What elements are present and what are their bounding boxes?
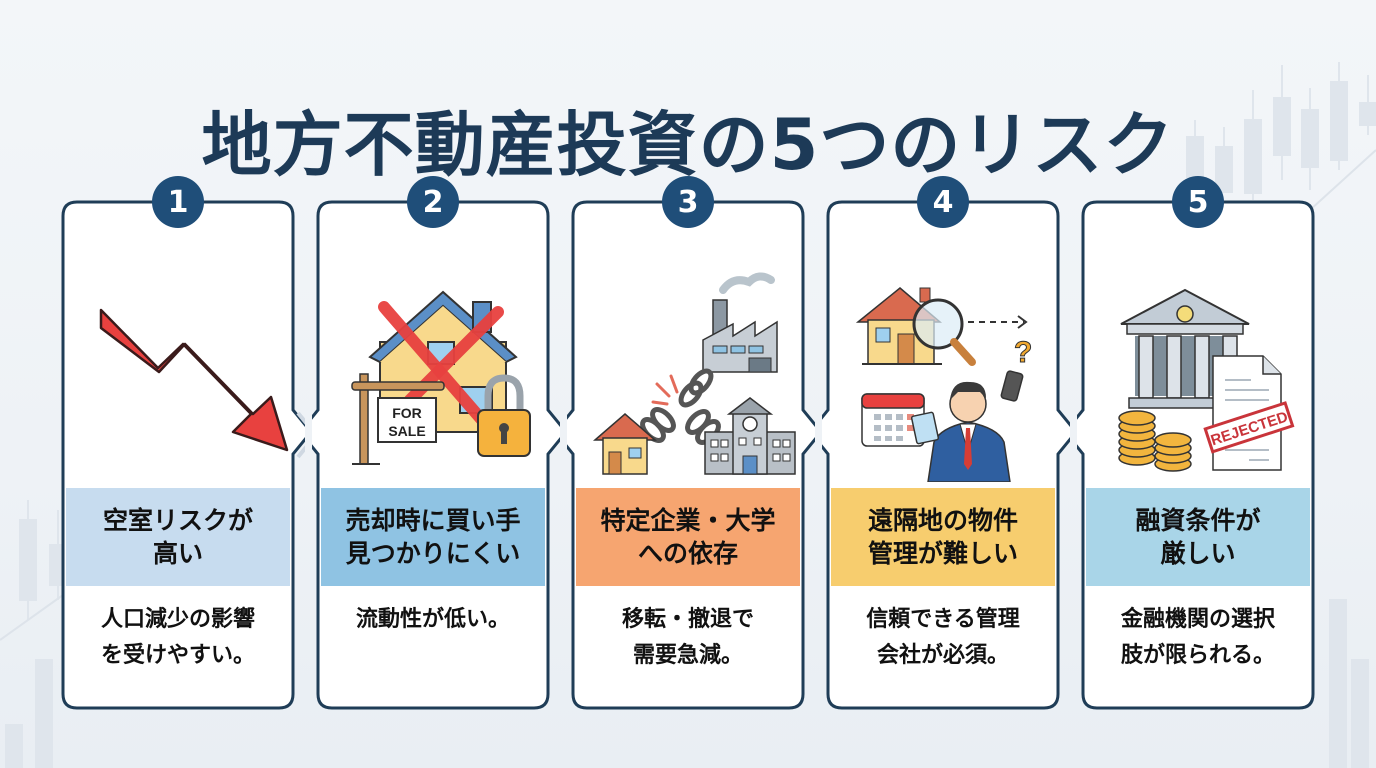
step-number-badge: 1 <box>152 176 204 228</box>
desc-line: 移転・撤退で <box>621 607 754 632</box>
house-for-sale-locked-icon: FOR SALE <box>351 290 531 465</box>
risk-description: 人口減少の影響 を受けやすい。 <box>66 602 290 674</box>
heading-line: 遠隔地の物件 <box>867 506 1018 535</box>
heading-line: 見つかりにくい <box>345 539 521 568</box>
risk-description: 流動性が低い。 <box>321 602 545 638</box>
downtrend-arrow-icon <box>99 308 289 452</box>
risk-card-1: 1 空室リスクが 高い 人口減少の影響 を受けやすい。 <box>61 176 305 710</box>
remote-management-person-icon: ? <box>855 287 1033 482</box>
heading-line: 厳しい <box>1160 539 1236 568</box>
svg-text:?: ? <box>1014 336 1032 369</box>
risk-card-3: 3 <box>567 176 815 710</box>
risk-description: 金融機関の選択 肢が限られる。 <box>1086 602 1310 674</box>
step-number-badge: 3 <box>662 176 714 228</box>
risk-heading: 遠隔地の物件 管理が難しい <box>831 488 1055 586</box>
desc-line: 肢が限られる。 <box>1120 643 1275 668</box>
risk-heading: 特定企業・大学 への依存 <box>576 488 800 586</box>
risk-description: 移転・撤退で 需要急減。 <box>576 602 800 674</box>
desc-line: を受けやすい。 <box>100 643 255 668</box>
svg-text:FOR: FOR <box>392 405 422 421</box>
heading-line: 融資条件が <box>1135 506 1261 535</box>
broken-chain-factory-school-icon <box>592 272 796 475</box>
heading-line: 特定企業・大学 <box>600 506 776 535</box>
risk-heading: 空室リスクが 高い <box>66 488 290 586</box>
heading-line: 売却時に買い手 <box>345 506 521 535</box>
step-number-badge: 5 <box>1172 176 1224 228</box>
risk-heading: 融資条件が 厳しい <box>1086 488 1310 586</box>
risk-card-4: 4 ? 遠隔地の物件 管理が難しい <box>822 176 1070 710</box>
desc-line: 人口減少の影響 <box>100 607 255 632</box>
heading-line: への依存 <box>637 539 738 568</box>
risk-description: 信頼できる管理 会社が必須。 <box>831 602 1055 674</box>
risk-heading: 売却時に買い手 見つかりにくい <box>321 488 545 586</box>
page-title: 地方不動産投資の5つのリスク <box>201 103 1175 186</box>
heading-line: 管理が難しい <box>867 539 1018 568</box>
heading-line: 空室リスクが <box>102 506 253 535</box>
svg-text:SALE: SALE <box>388 423 425 439</box>
desc-line: 流動性が低い。 <box>355 607 510 632</box>
bank-loan-rejected-icon: REJECTED <box>1118 288 1295 472</box>
desc-line: 会社が必須。 <box>876 643 1009 668</box>
desc-line: 金融機関の選択 <box>1120 607 1275 632</box>
heading-line: 高い <box>152 539 203 568</box>
step-number-badge: 2 <box>407 176 459 228</box>
risk-card-2: 2 FOR SALE 売却時に買い手 見つかりにくい 流動性が低い。 <box>312 176 560 710</box>
step-number-badge: 4 <box>917 176 969 228</box>
desc-line: 信頼できる管理 <box>866 607 1020 632</box>
risk-card-5: 5 REJECTED 融資条 <box>1077 176 1315 710</box>
desc-line: 需要急減。 <box>632 643 743 668</box>
